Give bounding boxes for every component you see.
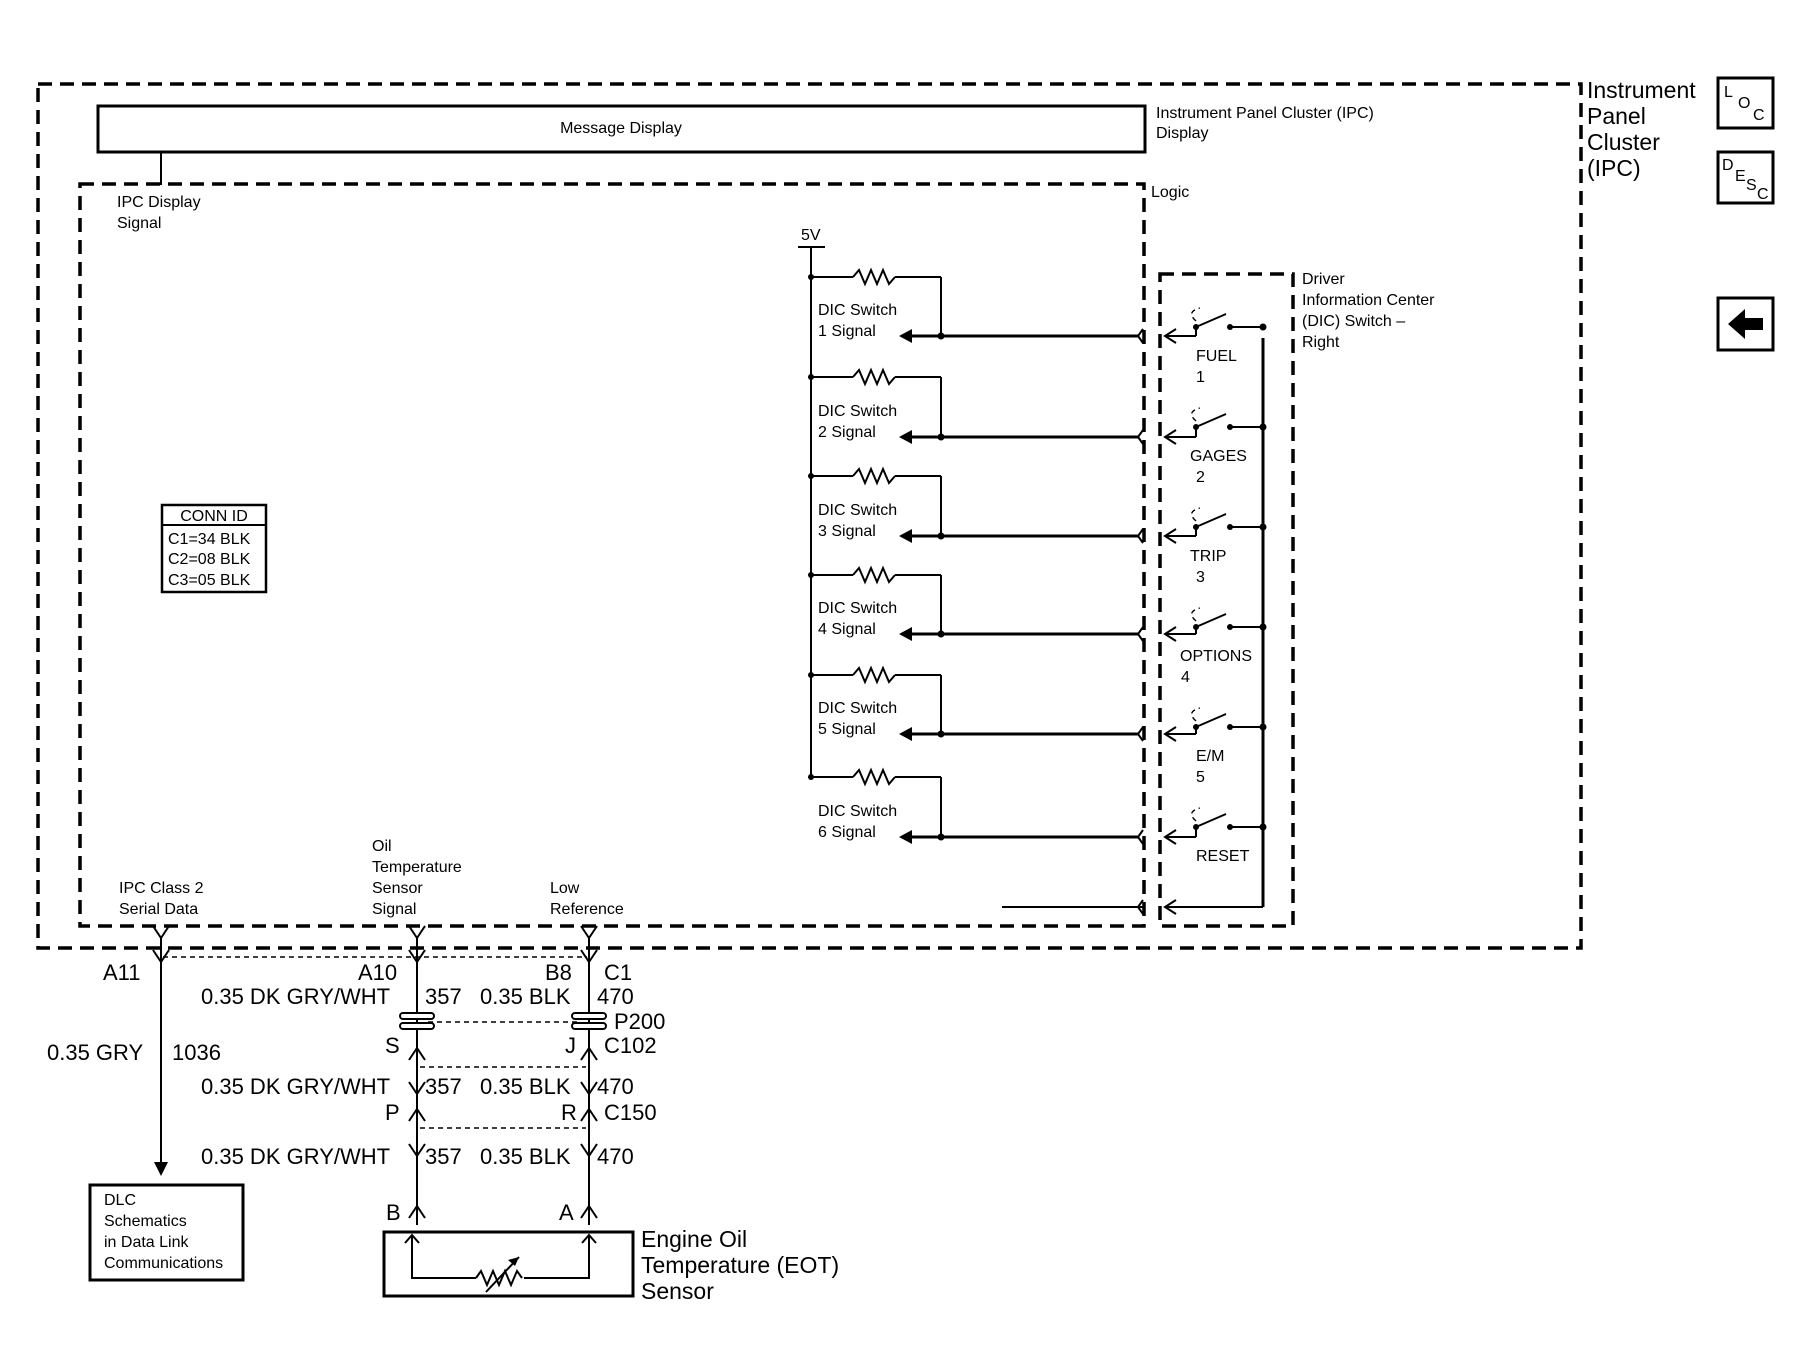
wire-1036-label: 1036 xyxy=(172,1040,221,1065)
message-display-label: Message Display xyxy=(560,120,682,137)
message-display-box xyxy=(96,104,1147,154)
wire-470-label: 470 xyxy=(597,1144,634,1169)
dic-switch-reset[interactable]: RESET xyxy=(1163,807,1267,865)
supply-5v-label: 5V xyxy=(801,227,821,244)
wire-dkgry-label: 0.35 DK GRY/WHT xyxy=(201,1144,390,1169)
dic-switch-label: RESET xyxy=(1196,848,1250,865)
eot-sensor-label: Engine Oil Temperature (EOT) Sensor xyxy=(641,1226,846,1304)
wire-470-label: 470 xyxy=(597,1074,634,1099)
pin-a11-label: A11 xyxy=(103,960,141,985)
pin-b-label: B xyxy=(386,1200,401,1225)
pin-a10-label: A10 xyxy=(358,960,397,985)
low-reference-label: Low Reference xyxy=(550,880,624,918)
eot-sensor xyxy=(382,1230,635,1298)
connector-c102-label: C102 xyxy=(604,1033,657,1058)
connector-c150-label: C150 xyxy=(604,1100,657,1125)
logic-boundary xyxy=(78,182,1146,928)
loc-button[interactable]: L O C xyxy=(1716,76,1775,130)
resistor-icon xyxy=(852,367,896,387)
wire-357-label: 357 xyxy=(425,1144,462,1169)
thermistor-icon xyxy=(475,1268,523,1288)
dic-switch-boundary xyxy=(1158,272,1295,928)
pin-a-label: A xyxy=(559,1200,574,1225)
pin-j-label: J xyxy=(565,1033,576,1058)
conn-id-table: CONN ID C1=34 BLK C2=08 BLK C3=05 BLK xyxy=(160,503,268,594)
dlc-box-label: DLC Schematics in Data Link Communicatio… xyxy=(104,1192,223,1272)
resistor-icon xyxy=(852,267,896,287)
logic-label: Logic xyxy=(1151,184,1189,201)
ipc-display-signal-label: IPC Display Signal xyxy=(117,194,205,232)
pin-p-label: P xyxy=(385,1100,400,1125)
serial-data-label: IPC Class 2 Serial Data xyxy=(119,880,208,918)
wire-357-label: 357 xyxy=(425,1074,462,1099)
resistor-icon xyxy=(852,665,896,685)
wire-gry-label: 0.35 GRY xyxy=(47,1040,144,1065)
wire-dkgry-label: 0.35 DK GRY/WHT xyxy=(201,1074,390,1099)
desc-button-letter-1: D xyxy=(1722,157,1734,174)
desc-button[interactable]: D E S C xyxy=(1716,150,1775,205)
dlc-schematics-link[interactable]: DLC Schematics in Data Link Communicatio… xyxy=(88,1183,245,1282)
dic-switch-title: Driver Information Center (DIC) Switch –… xyxy=(1302,271,1439,351)
wire-blk-label: 0.35 BLK xyxy=(480,984,571,1009)
resistor-icon xyxy=(852,565,896,585)
desc-button-letter-3: S xyxy=(1746,177,1757,194)
pin-s-label: S xyxy=(385,1033,400,1058)
pin-r-label: R xyxy=(561,1100,577,1125)
wire-357-label: 357 xyxy=(425,984,462,1009)
ipc-boundary xyxy=(36,82,1583,950)
loc-button-letter-2: O xyxy=(1738,95,1750,112)
ipc-title: Instrument Panel Cluster (IPC) xyxy=(1587,77,1702,181)
conn-id-row: C3=05 BLK xyxy=(168,572,251,589)
wire-blk-label: 0.35 BLK xyxy=(480,1074,571,1099)
resistor-icon xyxy=(852,767,896,787)
conn-id-row: C2=08 BLK xyxy=(168,551,251,568)
wire-blk-label: 0.35 BLK xyxy=(480,1144,571,1169)
ipc-display-label: Instrument Panel Cluster (IPC) Display xyxy=(1156,105,1378,142)
left-arrow-icon xyxy=(1728,309,1763,339)
wire-470-label: 470 xyxy=(597,984,634,1009)
conn-id-header: CONN ID xyxy=(180,508,248,525)
loc-button-letter-1: L xyxy=(1724,84,1733,101)
desc-button-letter-2: E xyxy=(1735,168,1746,185)
loc-button-letter-3: C xyxy=(1753,107,1765,124)
connector-c1-label: C1 xyxy=(604,960,632,985)
resistor-icon xyxy=(852,466,896,486)
wire-dkgry-label: 0.35 DK GRY/WHT xyxy=(201,984,390,1009)
back-button[interactable] xyxy=(1716,296,1775,352)
pin-b8-label: B8 xyxy=(545,960,572,985)
conn-id-row: C1=34 BLK xyxy=(168,531,251,548)
dlc-arrow xyxy=(154,1162,168,1176)
desc-button-letter-4: C xyxy=(1757,186,1769,203)
oil-temp-signal-label: Oil Temperature Sensor Signal xyxy=(372,838,466,918)
connector-p200-label: P200 xyxy=(614,1009,665,1034)
